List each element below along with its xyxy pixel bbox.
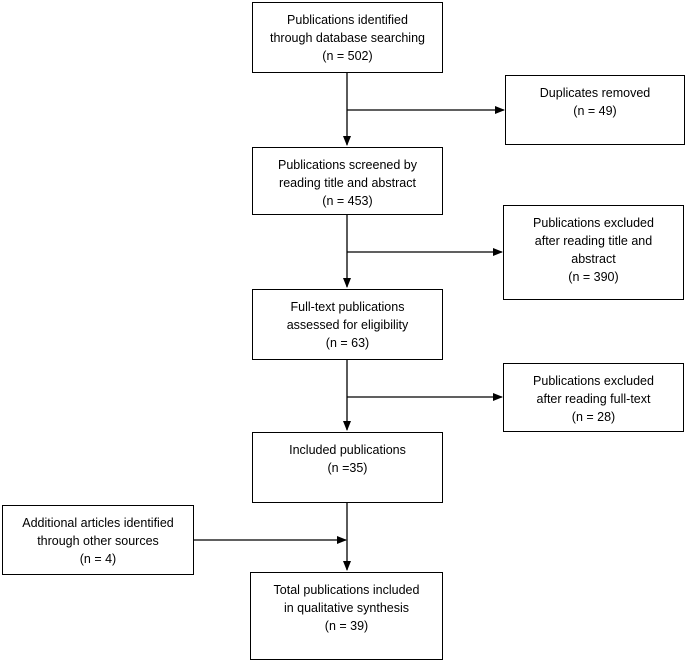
box-fulltext-line-2: assessed for eligibility	[286, 318, 409, 332]
box-identified: Publications identified through database…	[252, 2, 443, 73]
box-excluded-fulltext: Publications excluded after reading full…	[503, 363, 684, 432]
box-excluded-abstract-line-3: abstract	[571, 252, 616, 266]
box-additional: Additional articles identified through o…	[2, 505, 194, 575]
box-identified-line-2: through database searching	[270, 31, 425, 45]
box-excluded-abstract-line-1: Publications excluded	[533, 216, 654, 230]
box-fulltext-line-1: Full-text publications	[290, 300, 405, 314]
box-screened-line-2: reading title and abstract	[279, 176, 416, 190]
box-excluded-fulltext-line-2: after reading full-text	[536, 392, 651, 406]
box-duplicates: Duplicates removed (n = 49)	[505, 75, 685, 145]
box-total-line-3: (n = 39)	[324, 619, 369, 633]
box-excluded-abstract: Publications excluded after reading titl…	[503, 205, 684, 300]
box-duplicates-line-2: (n = 49)	[573, 104, 617, 118]
box-fulltext: Full-text publications assessed for elig…	[252, 289, 443, 360]
box-total-line-1: Total publications included	[273, 583, 420, 597]
box-excluded-abstract-line-4: (n = 390)	[568, 270, 619, 284]
box-total: Total publications included in qualitati…	[250, 572, 443, 660]
box-screened-line-1: Publications screened by	[278, 158, 417, 172]
box-included: Included publications (n =35)	[252, 432, 443, 503]
box-screened: Publications screened by reading title a…	[252, 147, 443, 215]
box-excluded-fulltext-line-1: Publications excluded	[533, 374, 654, 388]
box-screened-line-3: (n = 453)	[322, 194, 373, 208]
box-identified-line-3: (n = 502)	[322, 49, 373, 63]
box-duplicates-line-1: Duplicates removed	[539, 86, 651, 100]
box-excluded-fulltext-line-3: (n = 28)	[571, 410, 616, 424]
box-total-line-2: in qualitative synthesis	[283, 601, 410, 615]
box-excluded-abstract-line-2: after reading title and	[534, 234, 653, 248]
box-identified-line-1: Publications identified	[287, 13, 408, 27]
box-additional-line-2: through other sources	[37, 534, 159, 548]
box-included-line-1: Included publications	[289, 443, 406, 457]
box-additional-line-3: (n = 4)	[79, 552, 117, 566]
box-fulltext-line-3: (n = 63)	[325, 336, 370, 350]
box-additional-line-1: Additional articles identified	[22, 516, 174, 530]
box-included-line-2: (n =35)	[327, 461, 368, 475]
